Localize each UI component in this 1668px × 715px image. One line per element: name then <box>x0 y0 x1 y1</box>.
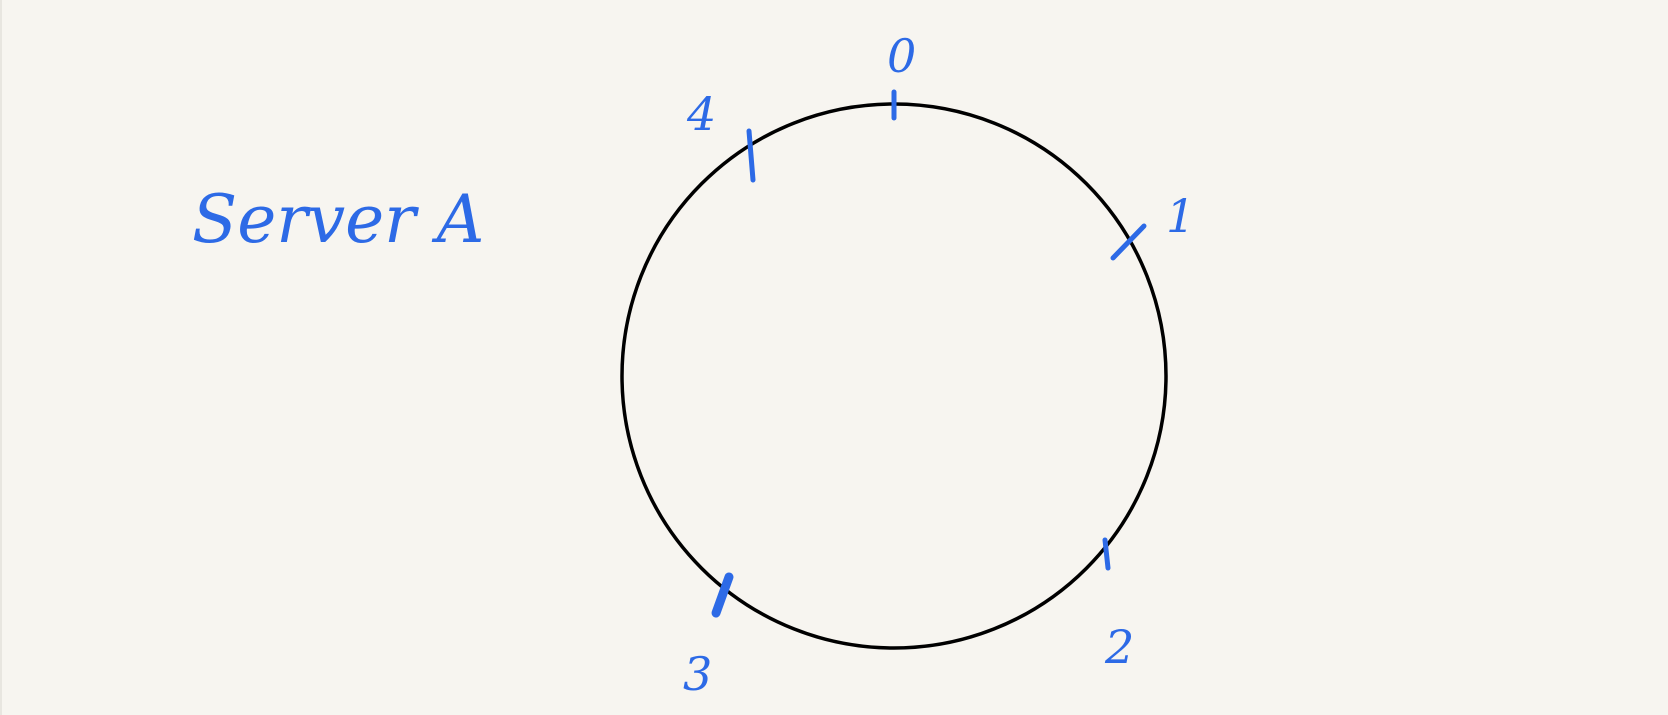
page-left-edge <box>0 0 2 715</box>
tick-mark-1 <box>1110 223 1147 261</box>
tick-mark-2 <box>1102 537 1111 571</box>
tick-mark-4 <box>746 128 756 183</box>
tick-label-1: 1 <box>1166 189 1195 243</box>
server-label: Server A <box>192 181 484 258</box>
tick-mark-3 <box>711 572 734 618</box>
tick-label-2: 2 <box>1104 620 1134 674</box>
tick-label-4: 4 <box>686 87 716 141</box>
ring-ticks <box>711 89 1147 618</box>
tick-label-3: 3 <box>683 647 712 701</box>
tick-label-0: 0 <box>887 29 916 83</box>
